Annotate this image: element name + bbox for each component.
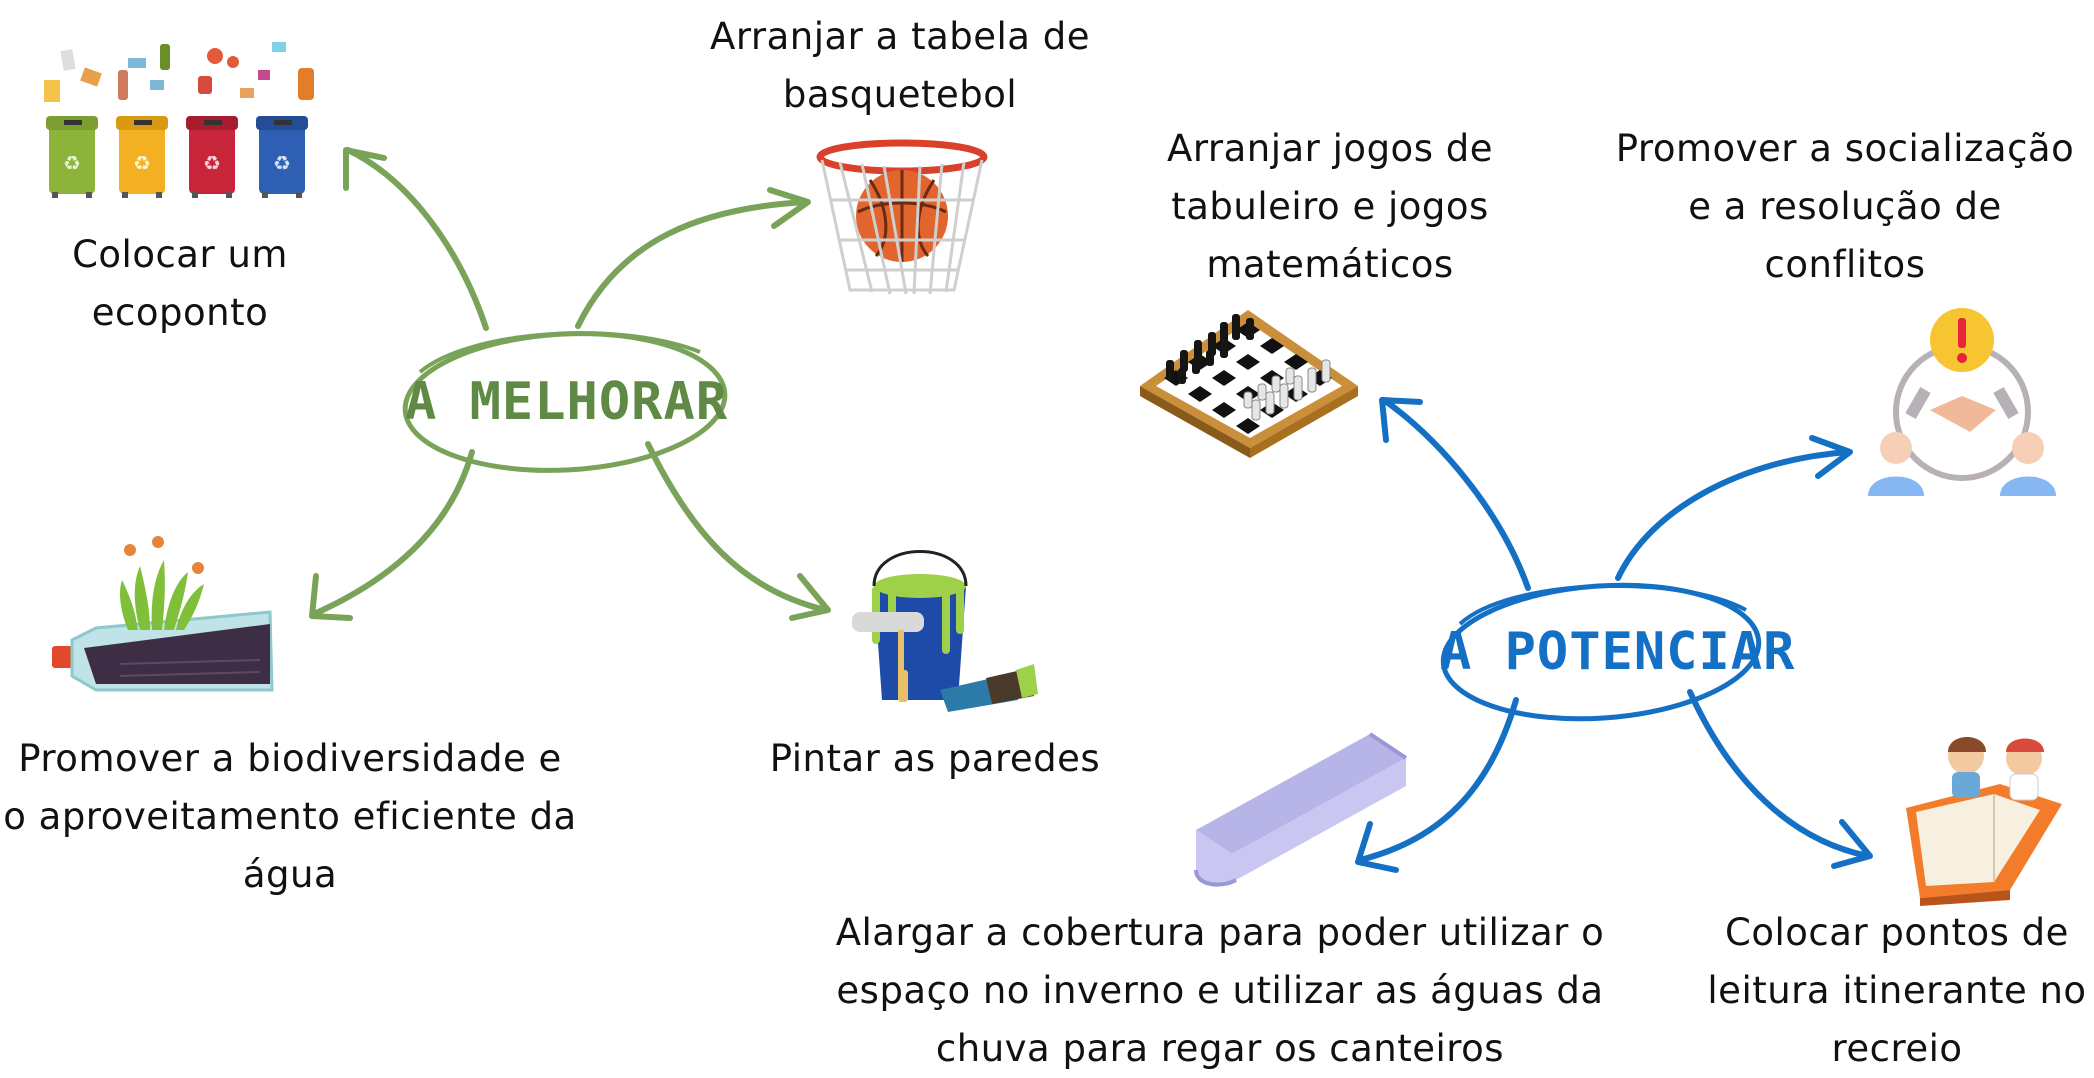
arrowhead-paredes	[789, 573, 831, 621]
node-biodiversidade-line: Promover a biodiversidade e	[18, 737, 562, 780]
melhorar-connectors	[309, 147, 831, 621]
node-paredes-label: Pintar as paredes	[740, 730, 1130, 788]
basketball-hoop-icon	[816, 139, 988, 295]
node-leitura-line: leitura itinerante no	[1707, 969, 2087, 1012]
svg-text:♻: ♻	[133, 151, 151, 175]
node-ecoponto-label: Colocar um ecoponto	[40, 226, 320, 342]
white-chess-pieces	[1243, 359, 1331, 421]
node-biodiversidade-label: Promover a biodiversidade e o aproveitam…	[0, 730, 580, 904]
arrowhead-ecoponto	[343, 147, 387, 191]
arrow-to-socializacao	[1615, 449, 1851, 581]
node-tabela-line: Arranjar a tabela de	[710, 15, 1090, 58]
arrow-to-cobertura	[1357, 697, 1519, 863]
node-cobertura-line: chuva para regar os canteiros	[935, 1027, 1505, 1070]
svg-text:♻: ♻	[203, 151, 221, 175]
node-ecoponto-line: ecoponto	[91, 291, 269, 334]
node-leitura-line: Colocar pontos de	[1725, 911, 2069, 954]
arrow-to-biodiversidade	[311, 449, 475, 617]
red-bin: ♻	[186, 116, 238, 198]
node-leitura-label: Colocar pontos de leitura itinerante no …	[1700, 904, 2094, 1078]
arrow-to-jogos	[1381, 397, 1531, 591]
green-bin: ♻	[46, 116, 98, 198]
node-jogos-line: matemáticos	[1206, 243, 1454, 286]
node-socializacao-line: conflitos	[1764, 243, 1926, 286]
arrowhead-cobertura	[1355, 821, 1399, 873]
node-tabela-line: basquetebol	[782, 73, 1018, 116]
node-ecoponto-line: Colocar um	[72, 233, 288, 276]
svg-text:♻: ♻	[273, 151, 291, 175]
node-paredes-line: Pintar as paredes	[769, 737, 1101, 780]
blue-bin: ♻	[256, 116, 308, 198]
node-jogos-label: Arranjar jogos de tabuleiro e jogos mate…	[1150, 120, 1510, 294]
melhorar-hub-ellipse	[402, 331, 728, 473]
arrowhead-jogos	[1379, 397, 1423, 443]
arrow-to-paredes	[645, 441, 829, 613]
arrowhead-leitura	[1831, 819, 1873, 869]
node-cobertura-line: Alargar a cobertura para poder utilizar …	[835, 911, 1605, 954]
hoop-net	[820, 159, 984, 295]
potenciar-connectors	[1355, 397, 1873, 873]
node-leitura-line: recreio	[1831, 1027, 1963, 1070]
node-biodiversidade-line: o aproveitamento eficiente da	[3, 795, 577, 838]
litter-pieces	[44, 42, 314, 102]
chessboard-icon	[1140, 310, 1358, 458]
potenciar-hub-ellipse	[1440, 582, 1762, 722]
arrowhead-tabela	[767, 187, 811, 229]
node-tabela-label: Arranjar a tabela de basquetebol	[680, 8, 1120, 124]
arrow-to-tabela	[575, 199, 809, 329]
node-socializacao-line: e a resolução de	[1688, 185, 2002, 228]
hub-melhorar-label: A MELHORAR	[405, 372, 729, 432]
rain-gutter-icon	[1194, 732, 1408, 887]
node-cobertura-line: espaço no inverno e utilizar as águas da	[836, 969, 1604, 1012]
node-cobertura-label: Alargar a cobertura para poder utilizar …	[800, 904, 1640, 1078]
svg-text:♻: ♻	[63, 151, 81, 175]
node-socializacao-line: Promover a socialização	[1615, 127, 2075, 170]
handshake-conflict-icon	[1868, 308, 2056, 496]
bottle-planter-icon	[52, 536, 274, 692]
recycling-bins-icon: ♻ ♻ ♻ ♻	[44, 42, 314, 198]
arrow-to-leitura	[1687, 689, 1871, 859]
node-biodiversidade-line: água	[242, 853, 338, 896]
arrow-to-ecoponto	[345, 147, 489, 331]
node-jogos-line: tabuleiro e jogos	[1171, 185, 1489, 228]
yellow-bin: ♻	[116, 116, 168, 198]
black-chess-pieces	[1166, 314, 1254, 384]
paint-bucket-roller-icon	[852, 550, 1038, 712]
arrowhead-biodiversidade	[309, 573, 353, 621]
plant-leaves	[120, 560, 204, 630]
node-socializacao-label: Promover a socialização e a resolução de…	[1600, 120, 2090, 294]
arrowhead-socializacao	[1809, 435, 1853, 479]
hub-potenciar-label: A POTENCIAR	[1440, 622, 1796, 682]
children-reading-book-icon	[1906, 737, 2062, 906]
node-jogos-line: Arranjar jogos de	[1167, 127, 1493, 170]
